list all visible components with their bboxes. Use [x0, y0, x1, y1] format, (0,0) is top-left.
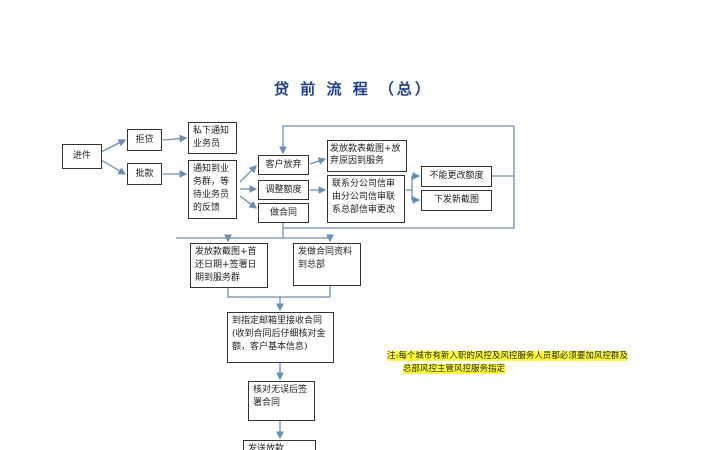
node-customer-abandon: 客户放弃 — [258, 155, 309, 175]
node-reject: 拒贷 — [127, 129, 162, 151]
node-approve: 批款 — [127, 163, 162, 185]
node-send-loan: 发送放款 — [243, 440, 316, 450]
node-send-contract-docs: 发做合同资料到总部 — [293, 243, 361, 286]
node-send-loan-screenshot: 发放款截图+首还日期+签署日期到服务群 — [190, 243, 268, 288]
node-entry: 进件 — [62, 144, 102, 169]
node-cannot-change: 不能更改额度 — [421, 166, 492, 187]
page-title: 贷 前 流 程 （总） — [274, 80, 433, 98]
node-send-screenshot-reason: 发放款表截图+放弃原因到服务 — [327, 140, 407, 172]
node-make-contract: 做合同 — [258, 203, 309, 223]
node-adjust-amount: 调整额度 — [258, 180, 309, 200]
node-verify-sign: 核对无误后签署合同 — [248, 381, 315, 421]
node-notify-private: 私下通知业务员 — [188, 122, 237, 154]
node-notify-group: 通知到业务群，等待业务员的反馈 — [188, 160, 237, 219]
note-line-1: 注:每个城市有新入职的风控及风控服务人员都必须要加风控群及 — [387, 351, 628, 361]
node-send-new-screenshot: 下发新截图 — [421, 190, 492, 211]
node-receive-contract: 到指定邮箱里接收合同(收到合同后仔细核对金额，客户基本信息) — [227, 312, 334, 363]
node-contact-branch: 联系分公司信审由分公司信审联系总部信审更改 — [327, 175, 405, 223]
note: 注:每个城市有新入职的风控及风控服务人员都必须要加风控群及 总部风控主管风控服务… — [387, 350, 628, 376]
note-line-2: 总部风控主管风控服务指定 — [403, 364, 506, 374]
